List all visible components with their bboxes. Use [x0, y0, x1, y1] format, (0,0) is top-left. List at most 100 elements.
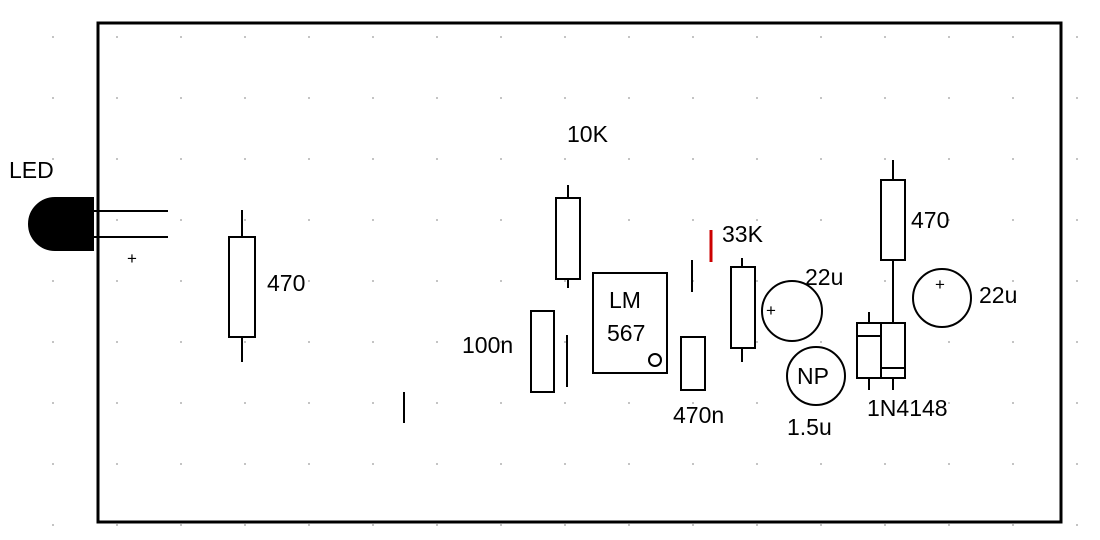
grid-dot [308, 219, 310, 221]
grid-dot [308, 36, 310, 38]
grid-dot [116, 524, 118, 526]
grid-dot [52, 97, 54, 99]
ic-label-line2: 567 [607, 320, 645, 346]
grid-dot [884, 97, 886, 99]
grid-dot [1012, 36, 1014, 38]
grid-dot [564, 402, 566, 404]
grid-dot [372, 463, 374, 465]
grid-dot [308, 524, 310, 526]
capacitor-np-mark: NP [797, 363, 829, 389]
diodes-label: 1N4148 [867, 395, 948, 421]
grid-dot [1012, 463, 1014, 465]
grid-dot [820, 36, 822, 38]
grid-dot [52, 402, 54, 404]
capacitor-22u-a-label: 22u [805, 264, 843, 290]
grid-dot [116, 463, 118, 465]
grid-dot [1076, 97, 1078, 99]
grid-dot [948, 463, 950, 465]
grid-dot [180, 158, 182, 160]
grid-dot [564, 341, 566, 343]
grid-dot [116, 97, 118, 99]
capacitor-np [786, 346, 846, 406]
grid-dot [1076, 402, 1078, 404]
grid-dot [820, 158, 822, 160]
grid-dot [948, 341, 950, 343]
grid-dot [372, 341, 374, 343]
grid-dot [820, 463, 822, 465]
grid-dot [180, 97, 182, 99]
grid-dot [820, 280, 822, 282]
led-label: LED [9, 157, 54, 183]
resistor-470-right [880, 160, 906, 316]
grid-dot [628, 97, 630, 99]
grid-dot [436, 341, 438, 343]
grid-dot [884, 524, 886, 526]
grid-dot [884, 280, 886, 282]
grid-dot [372, 36, 374, 38]
led-body [28, 197, 94, 251]
grid-dot [52, 341, 54, 343]
grid-dot [1076, 524, 1078, 526]
grid-dot [436, 219, 438, 221]
resistor-33k [730, 258, 756, 362]
grid-dot [180, 463, 182, 465]
grid-dot [820, 97, 822, 99]
grid-dot [564, 280, 566, 282]
grid-dot [244, 463, 246, 465]
capacitor-22u-b-plus: + [935, 275, 945, 294]
grid-dot [308, 158, 310, 160]
capacitor-470n-label: 470n [673, 402, 724, 428]
grid-dot [948, 219, 950, 221]
resistor-470-left-label: 470 [267, 270, 305, 296]
grid-dot [500, 524, 502, 526]
grid-dot [692, 402, 694, 404]
capacitor-100n-label: 100n [462, 332, 513, 358]
grid-dot [116, 280, 118, 282]
grid-dot [372, 97, 374, 99]
resistor-33k-label: 33K [722, 221, 764, 247]
grid-dot [1012, 97, 1014, 99]
board-outline [96, 21, 1063, 524]
grid-dot [180, 524, 182, 526]
grid-dot [692, 97, 694, 99]
led-plus-mark: + [127, 249, 137, 268]
grid-dot [756, 219, 758, 221]
grid-dot [436, 36, 438, 38]
diodes-1n4148 [856, 312, 906, 390]
grid-dot [308, 463, 310, 465]
grid-dot [628, 219, 630, 221]
grid-dot [884, 402, 886, 404]
grid-dot [628, 463, 630, 465]
grid-dot [244, 158, 246, 160]
grid-dot [180, 341, 182, 343]
grid-dot [756, 341, 758, 343]
grid-dot [116, 402, 118, 404]
grid-dot [1076, 158, 1078, 160]
grid-dot [628, 158, 630, 160]
grid-dot [948, 524, 950, 526]
grid-dot [500, 36, 502, 38]
grid-dot [692, 524, 694, 526]
grid-dot [116, 36, 118, 38]
grid-dot [1012, 158, 1014, 160]
grid-dot [52, 36, 54, 38]
grid-dot [52, 463, 54, 465]
grid-dot [500, 402, 502, 404]
grid-dot [1012, 341, 1014, 343]
grid-dot [628, 36, 630, 38]
grid-dot [436, 158, 438, 160]
grid-dot [756, 97, 758, 99]
grid-dot [372, 158, 374, 160]
ic-pin1-marker [648, 353, 662, 367]
grid-dot [564, 158, 566, 160]
grid-dots [52, 36, 1078, 526]
grid-dot [564, 463, 566, 465]
ic-lm567 [592, 272, 668, 374]
grid-dot [308, 402, 310, 404]
grid-dot [884, 36, 886, 38]
grid-dot [884, 463, 886, 465]
grid-dot [564, 524, 566, 526]
grid-dot [436, 463, 438, 465]
grid-dot [500, 97, 502, 99]
